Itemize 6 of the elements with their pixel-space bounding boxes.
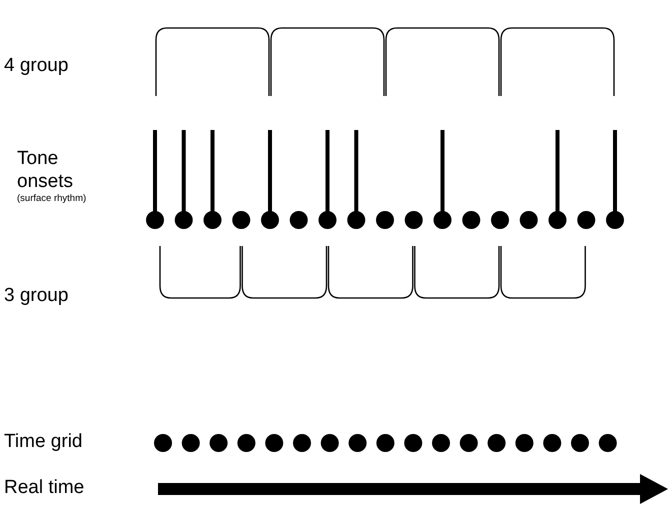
row-label: 4 group	[4, 54, 68, 77]
row-label: Tone onsets	[17, 147, 74, 193]
row-label: 3 group	[4, 284, 68, 307]
row-note: (surface rhythm)	[17, 193, 86, 205]
row-label: Time grid	[4, 430, 82, 453]
row-label: Real time	[4, 476, 84, 499]
